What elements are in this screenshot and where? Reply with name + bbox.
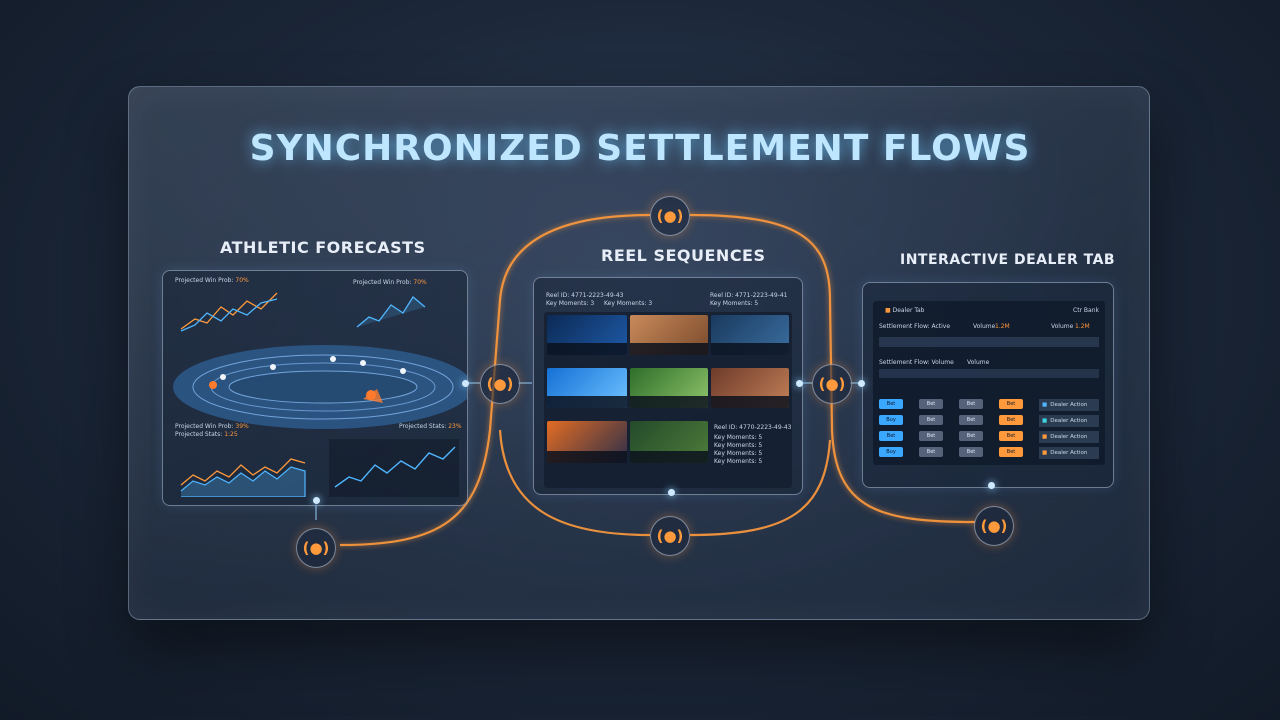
dealer-bet-button[interactable]: Buy <box>879 415 903 425</box>
section-title-reel: REEL SEQUENCES <box>601 246 766 265</box>
dealer-stream-row-2 <box>879 369 1099 378</box>
bottom-right-line-chart <box>329 439 459 497</box>
dealer-row2-label: Settlement Flow: Volume <box>879 359 954 366</box>
square-icon: ■ <box>1042 418 1048 424</box>
key-moments-b: Key Moments: 3 <box>604 300 653 307</box>
bottom-right-stats-value: 23% <box>448 423 462 430</box>
running-track-illustration <box>173 345 467 429</box>
dealer-row2-v-label: Volume <box>967 359 990 366</box>
top-left-prob-value: 70% <box>235 277 249 284</box>
dealer-bet-button[interactable]: Bet <box>999 431 1023 441</box>
dealer-side-item-1[interactable]: ■Dealer Action <box>1039 399 1099 411</box>
dealer-bet-button[interactable]: Bet <box>999 399 1023 409</box>
bottom-left-prob-value: 39% <box>235 423 249 430</box>
dealer-bet-button[interactable]: Bet <box>919 447 943 457</box>
dealer-row1-v1: 1.2M <box>995 323 1010 330</box>
signal-hub-icon[interactable]: (●) <box>650 516 690 556</box>
dealer-side-list: ■Dealer Action ■Dealer Action ■Dealer Ac… <box>1039 393 1099 461</box>
reel-thumb-ball-closeup[interactable] <box>547 421 627 463</box>
dealer-tab-panel[interactable]: ■ Dealer Tab Ctr Bank Settlement Flow: A… <box>862 282 1114 488</box>
node-dot <box>858 380 865 387</box>
bottom-left-stats-label: Projected Stats: <box>175 431 223 438</box>
dealer-row1-v1-label: Volume <box>973 323 996 330</box>
dealer-bet-button[interactable]: Bet <box>999 415 1023 425</box>
dealer-side-item-4[interactable]: ■Dealer Action <box>1039 447 1099 459</box>
dealer-stream-row <box>879 337 1099 347</box>
bottom-left-prob-label: Projected Win Prob: <box>175 423 234 430</box>
reel-thumb-tennis[interactable] <box>630 315 708 355</box>
signal-hub-icon[interactable]: (●) <box>812 364 852 404</box>
node-dot <box>796 380 803 387</box>
signal-hub-icon[interactable]: (●) <box>296 528 336 568</box>
dealer-bet-button[interactable]: Bet <box>959 399 983 409</box>
bottom-key-4: Key Moments: 5 <box>714 458 763 465</box>
reel-thumb-basketball[interactable] <box>547 315 627 355</box>
dealer-side-item-2[interactable]: ■Dealer Action <box>1039 415 1099 427</box>
top-left-line-chart <box>180 292 278 332</box>
square-icon: ■ <box>1042 434 1048 440</box>
bottom-right-stats-label: Projected Stats: <box>399 423 447 430</box>
top-right-line-chart <box>356 296 426 328</box>
top-right-prob-label: Projected Win Prob: <box>353 279 412 286</box>
reel-thumb-soccer-goal[interactable] <box>711 315 789 355</box>
top-left-prob-label: Projected Win Prob: <box>175 277 234 284</box>
reel-id-label: Reel ID: 4771-2223-49-43 <box>546 292 624 299</box>
signal-hub-icon[interactable]: (●) <box>480 364 520 404</box>
dealer-bet-button[interactable]: Bet <box>879 431 903 441</box>
reel-thumb-volleyball[interactable] <box>547 368 627 408</box>
bottom-reel-id: Reel ID: 4770-2223-49-43 <box>714 424 792 431</box>
reel-thumb-goalkeeper[interactable] <box>711 368 789 408</box>
signal-hub-icon[interactable]: (●) <box>974 506 1014 546</box>
square-icon: ■ <box>1042 450 1048 456</box>
dealer-bet-button[interactable]: Bet <box>919 399 943 409</box>
reel-sequences-panel[interactable]: Reel ID: 4771-2223-49-43 Key Moments: 3 … <box>533 277 803 495</box>
key-moments-c: Key Moments: 5 <box>710 300 759 307</box>
page-title: SYNCHRONIZED SETTLEMENT FLOWS <box>249 128 1031 169</box>
dealer-bet-button[interactable]: Buy <box>879 447 903 457</box>
dealer-bet-button[interactable]: Bet <box>919 431 943 441</box>
node-dot <box>668 489 675 496</box>
key-moments-a: Key Moments: 3 <box>546 300 595 307</box>
dealer-bet-button[interactable]: Bet <box>999 447 1023 457</box>
bottom-left-area-chart <box>180 458 306 497</box>
bottom-key-2: Key Moments: 5 <box>714 442 763 449</box>
reel-thumb-field[interactable] <box>630 368 708 408</box>
node-dot <box>462 380 469 387</box>
reel-thumb-stadium[interactable] <box>630 421 708 463</box>
square-icon: ■ <box>1042 402 1048 408</box>
dealer-bet-button[interactable]: Bet <box>959 415 983 425</box>
dealer-row1-v2-label: Volume <box>1051 323 1074 330</box>
signal-hub-icon[interactable]: (●) <box>650 196 690 236</box>
dealer-bet-button[interactable]: Bet <box>959 447 983 457</box>
dealer-row1-label: Settlement Flow: Active <box>879 323 951 330</box>
dealer-bet-button[interactable]: Bet <box>879 399 903 409</box>
dealer-header-right: Ctr Bank <box>1073 307 1099 314</box>
dealer-header: Dealer Tab <box>892 307 925 314</box>
dealer-bet-button[interactable]: Bet <box>959 431 983 441</box>
athletic-forecast-panel[interactable]: Projected Win Prob: 70% Projected Win Pr… <box>162 270 468 506</box>
top-right-prob-value: 70% <box>413 279 427 286</box>
node-dot <box>313 497 320 504</box>
dealer-logo-icon: ■ <box>885 307 891 314</box>
dealer-row1-v2: 1.2M <box>1075 323 1090 330</box>
bottom-key-3: Key Moments: 5 <box>714 450 763 457</box>
reel-id-2-label: Reel ID: 4771-2223-49-41 <box>710 292 788 299</box>
node-dot <box>988 482 995 489</box>
section-title-dealer: INTERACTIVE DEALER TAB <box>900 252 1116 268</box>
bottom-left-stats-value: 1:25 <box>224 431 238 438</box>
dealer-side-item-3[interactable]: ■Dealer Action <box>1039 431 1099 443</box>
bottom-key-1: Key Moments: 5 <box>714 434 763 441</box>
dealer-bet-button[interactable]: Bet <box>919 415 943 425</box>
section-title-athletic: ATHLETIC FORECASTS <box>220 238 426 257</box>
